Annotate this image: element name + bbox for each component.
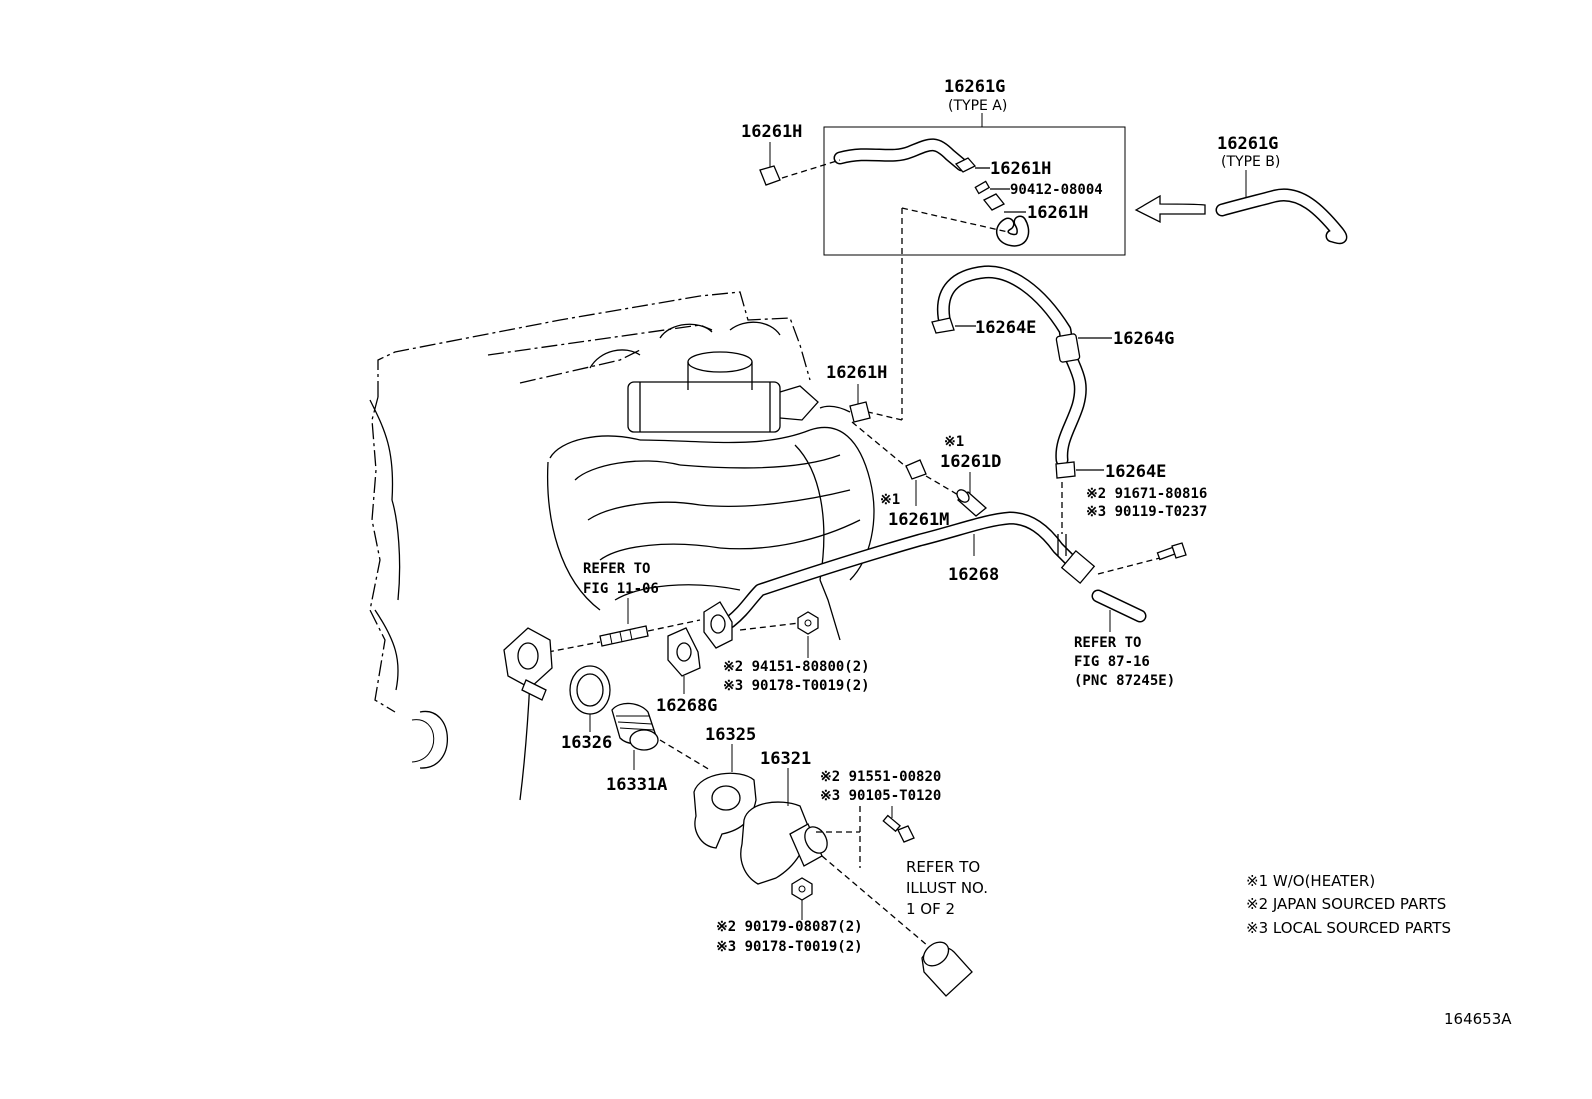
part-16264e-bottom-label: 16264E [1105, 462, 1166, 482]
part-16261g-type-a-label: 16261G [944, 77, 1005, 97]
part-16261d-label: 16261D [940, 452, 1001, 472]
clip-engine-icon [849, 401, 871, 423]
nut-housing-icon [791, 877, 813, 901]
part-16261m-label: 16261M [888, 510, 949, 530]
type-a-caption: (TYPE A) [948, 98, 1007, 114]
bolt-91551-label: ※2 91551-00820 [820, 769, 941, 785]
refer-fig-87-16-line3: (PNC 87245E) [1074, 673, 1175, 689]
part-16326-label: 16326 [561, 733, 612, 753]
bolt-90119-label: ※3 90119-T0237 [1086, 504, 1207, 520]
nut-94151-label: ※2 94151-80800(2) [723, 659, 870, 675]
refer-fig-11-06-line2: FIG 11-06 [583, 581, 659, 597]
part-16264e-top-label: 16264E [975, 318, 1036, 338]
legend-item-2: ※2 JAPAN SOURCED PARTS [1246, 895, 1446, 913]
hose-16261d [956, 489, 988, 517]
clip-16264e-bottom-icon [1055, 461, 1076, 479]
refer-illust-line3: 1 OF 2 [906, 900, 955, 918]
legend-item-1: ※1 W/O(HEATER) [1246, 872, 1375, 890]
pipe-16268 [723, 511, 1147, 629]
part-16264g-label: 16264G [1113, 329, 1174, 349]
clip-16261m-icon [905, 459, 927, 480]
clip-16264e-top-icon [931, 317, 955, 334]
part-16261g-type-b-label: 16261G [1217, 134, 1278, 154]
part-16268-label: 16268 [948, 565, 999, 585]
part-16261h-engine-label: 16261H [826, 363, 887, 383]
bolt-91671-label: ※2 91671-80816 [1086, 486, 1207, 502]
arrow-left-icon [1134, 194, 1206, 224]
bolt-90105-label: ※3 90105-T0120 [820, 788, 941, 804]
bolt-91671-icon [1156, 542, 1187, 561]
legend-item-3: ※3 LOCAL SOURCED PARTS [1246, 919, 1451, 937]
engine-block-outline [369, 291, 875, 801]
refer-fig-87-16-line1: REFER TO [1074, 635, 1141, 651]
part-16321-label: 16321 [760, 749, 811, 769]
gasket-16268g [667, 601, 733, 677]
nut-90179-label: ※2 90179-08087(2) [716, 919, 863, 935]
bolt-housing-icon [882, 814, 915, 843]
stud-bolt-icon [599, 625, 649, 647]
part-16325-label: 16325 [705, 725, 756, 745]
nut-90178-label: ※3 90178-T0019(2) [723, 678, 870, 694]
lower-hose [921, 941, 973, 997]
clip-left-icon [759, 165, 781, 186]
part-90412-08004-label: 90412-08004 [1010, 182, 1103, 198]
nut-90178b-label: ※3 90178-T0019(2) [716, 939, 863, 955]
type-b-caption: (TYPE B) [1221, 154, 1280, 170]
thermostat-housing-16321 [740, 801, 828, 885]
nut-icon [797, 611, 819, 635]
seal-16326 [569, 665, 611, 715]
part-16331a-label: 16331A [606, 775, 667, 795]
type-a-box [823, 126, 1126, 256]
clip-icon [954, 157, 1006, 211]
thermostat-16331a [611, 702, 659, 751]
part-16261m-mark: ※1 [880, 492, 900, 508]
part-16261d-mark: ※1 [944, 434, 964, 450]
illustration-id: 164653A [1444, 1010, 1512, 1028]
part-16261h-label-1: 16261H [990, 159, 1051, 179]
refer-illust-line1: REFER TO [906, 858, 980, 876]
part-16261h-label-2: 16261H [1027, 203, 1088, 223]
part-16268g-label: 16268G [656, 696, 717, 716]
refer-illust-line2: ILLUST NO. [906, 879, 988, 897]
port-flange-icon [503, 627, 553, 701]
refer-fig-11-06-line1: REFER TO [583, 561, 650, 577]
refer-fig-87-16-line2: FIG 87-16 [1074, 654, 1150, 670]
type-a-hose [833, 138, 1030, 247]
part-16261h-left-label: 16261H [741, 122, 802, 142]
type-b-hose [1215, 188, 1348, 245]
hose-16264g [936, 265, 1087, 467]
legend: ※1 W/O(HEATER) ※2 JAPAN SOURCED PARTS ※3… [1246, 872, 1451, 937]
